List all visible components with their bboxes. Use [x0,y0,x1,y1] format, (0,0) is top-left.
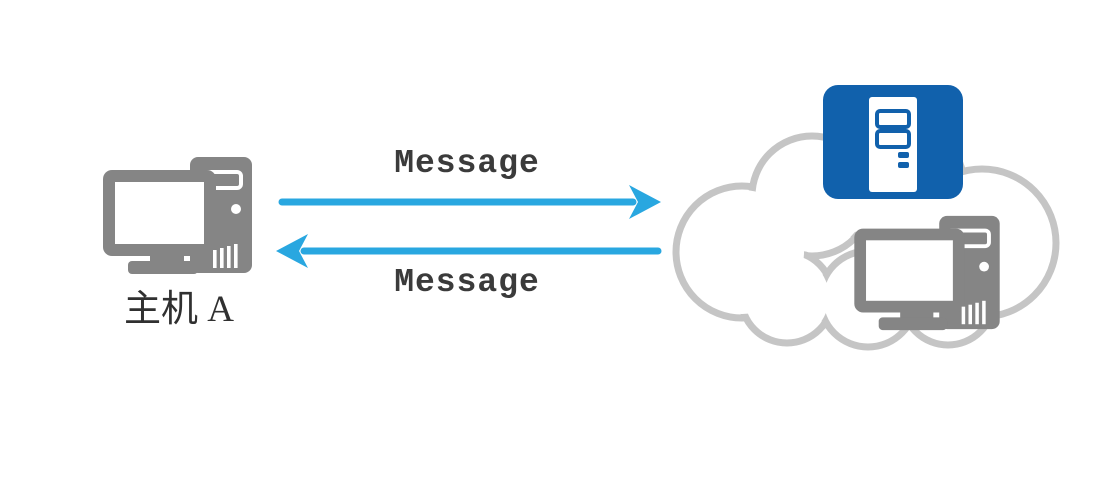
host-a-computer-icon [101,155,254,276]
server-icon [823,85,963,199]
message-to-cloud-label: Message [394,145,540,182]
message-from-cloud-label: Message [394,264,540,301]
arrow-right-icon [278,185,661,219]
host-a-label: 主机 A [124,289,234,330]
arrow-left-icon [276,234,662,268]
